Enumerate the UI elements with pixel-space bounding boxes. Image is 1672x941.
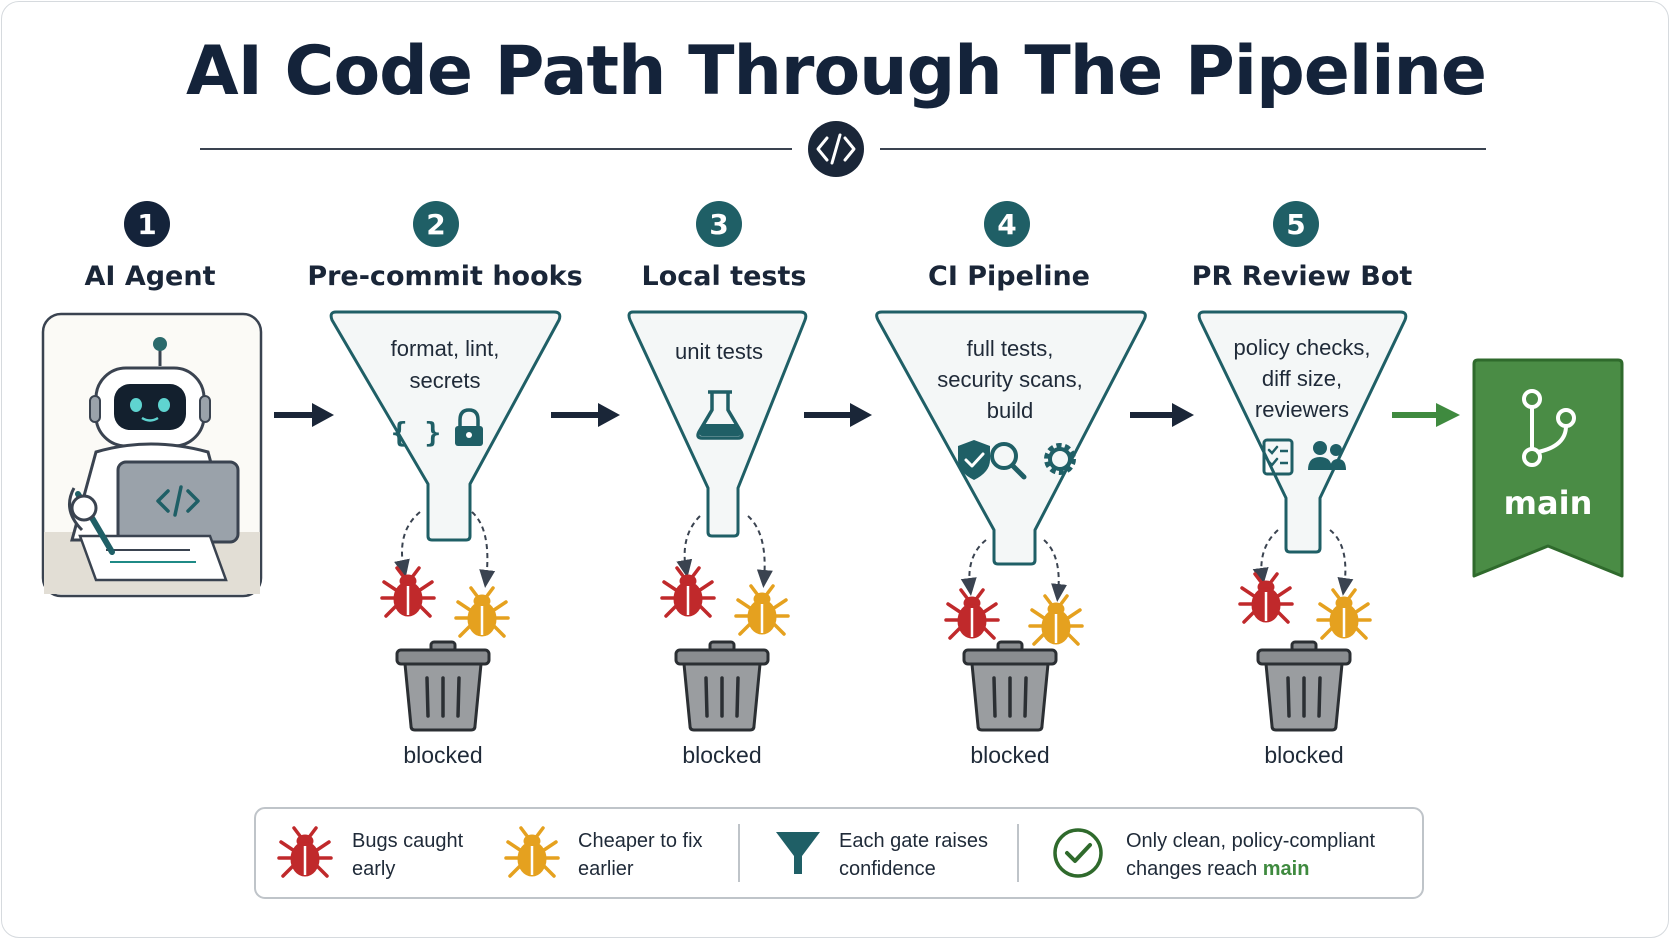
orange-bug-icon bbox=[454, 586, 510, 638]
git-branch-icon bbox=[1522, 389, 1576, 467]
gate-description-line: policy checks, bbox=[1234, 335, 1371, 360]
code-brackets-icon bbox=[808, 121, 864, 177]
trash-bin-icon bbox=[395, 640, 491, 732]
destination-main-branch: main bbox=[1472, 358, 1624, 578]
arrow-right-icon bbox=[274, 403, 334, 427]
orange-bug-icon bbox=[1028, 594, 1084, 646]
trash-bin-icon bbox=[962, 640, 1058, 732]
step-number: 3 bbox=[709, 208, 728, 241]
reject-paths bbox=[960, 539, 1068, 602]
legend-text: changes reach main bbox=[1126, 858, 1309, 880]
legend-text: Each gate raises bbox=[839, 830, 988, 852]
gate-description-line: format, lint, bbox=[391, 336, 500, 361]
step-number: 1 bbox=[137, 208, 156, 241]
gate-description-line: full tests, bbox=[967, 336, 1054, 361]
step-title: CI Pipeline bbox=[928, 261, 1090, 292]
arrow-right-icon bbox=[804, 403, 872, 427]
shield-check-icon bbox=[958, 440, 990, 480]
legend-text: confidence bbox=[839, 858, 936, 880]
gate-description-line: unit tests bbox=[675, 339, 763, 364]
funnel-gate bbox=[1197, 310, 1408, 554]
legend-text: Cheaper to fix bbox=[578, 830, 703, 852]
step-title: AI Agent bbox=[84, 261, 215, 292]
robot-with-laptop-icon bbox=[41, 312, 263, 598]
red-bug-icon bbox=[1238, 572, 1294, 624]
reject-paths bbox=[394, 511, 496, 588]
trash-bin-icon bbox=[1256, 640, 1352, 732]
people-icon bbox=[1308, 441, 1346, 470]
step-title: Pre-commit hooks bbox=[307, 261, 582, 292]
legend-text: earlier bbox=[578, 858, 634, 880]
magnifier-icon bbox=[990, 442, 1027, 480]
gear-icon bbox=[1044, 443, 1076, 475]
arrow-right-icon bbox=[551, 403, 620, 427]
check-circle-icon bbox=[1053, 828, 1103, 878]
destination-label: main bbox=[1504, 484, 1593, 522]
trash-bin-icon bbox=[674, 640, 770, 732]
step-number: 2 bbox=[426, 208, 445, 241]
step-number: 4 bbox=[997, 208, 1016, 241]
step-number-badge bbox=[984, 201, 1030, 247]
legend-text: early bbox=[352, 858, 395, 880]
step-number: 5 bbox=[1286, 208, 1305, 241]
red-bug-icon bbox=[380, 566, 436, 618]
blocked-label: blocked bbox=[682, 742, 761, 768]
legend-text: Only clean, policy-compliant bbox=[1126, 830, 1375, 852]
flask-icon bbox=[696, 390, 744, 440]
step-number-badge bbox=[124, 201, 170, 247]
step-local-tests: 3 Local tests unit tests blocked bbox=[627, 201, 808, 768]
gate-description-line: reviewers bbox=[1255, 397, 1349, 422]
orange-bug-icon bbox=[734, 584, 790, 636]
legend: Bugs caught early Cheaper to fix earlier… bbox=[254, 807, 1424, 899]
step-number-badge bbox=[1273, 201, 1319, 247]
step-title: Local tests bbox=[642, 261, 807, 292]
blocked-label: blocked bbox=[403, 742, 482, 768]
red-bug-icon bbox=[660, 566, 716, 618]
checklist-icon bbox=[1262, 438, 1294, 476]
gate-description-line: security scans, bbox=[937, 367, 1083, 392]
step-ai-agent: 1 AI Agent bbox=[41, 201, 263, 598]
funnel-gate bbox=[875, 310, 1147, 566]
reject-paths bbox=[676, 515, 773, 588]
red-bug-icon bbox=[944, 588, 1000, 640]
gate-description-line: secrets bbox=[410, 368, 481, 393]
orange-bug-icon bbox=[1316, 588, 1372, 640]
funnel-gate bbox=[329, 310, 562, 542]
step-pre-commit-hooks: 2 Pre-commit hooks format, lint, secrets… bbox=[307, 201, 583, 768]
page-title: AI Code Path Through The Pipeline bbox=[186, 32, 1486, 111]
step-title: PR Review Bot bbox=[1192, 261, 1413, 292]
step-pr-review-bot: 5 PR Review Bot policy checks, diff size… bbox=[1192, 201, 1413, 768]
gate-description-line: diff size, bbox=[1262, 366, 1342, 391]
arrow-right-green-icon bbox=[1392, 403, 1460, 427]
braces-icon: { } bbox=[391, 416, 442, 449]
title-divider bbox=[200, 121, 1486, 177]
flow-arrows bbox=[274, 403, 1460, 427]
arrow-right-icon bbox=[1130, 403, 1194, 427]
lock-icon bbox=[455, 408, 483, 446]
blocked-label: blocked bbox=[970, 742, 1049, 768]
funnel-icon bbox=[776, 832, 820, 874]
step-number-badge bbox=[413, 201, 459, 247]
blocked-label: blocked bbox=[1264, 742, 1343, 768]
gate-description-line: build bbox=[987, 398, 1033, 423]
legend-text: Bugs caught bbox=[352, 830, 464, 852]
reject-paths bbox=[1252, 529, 1354, 596]
step-ci-pipeline: 4 CI Pipeline full tests, security scans… bbox=[875, 201, 1147, 768]
step-number-badge bbox=[696, 201, 742, 247]
